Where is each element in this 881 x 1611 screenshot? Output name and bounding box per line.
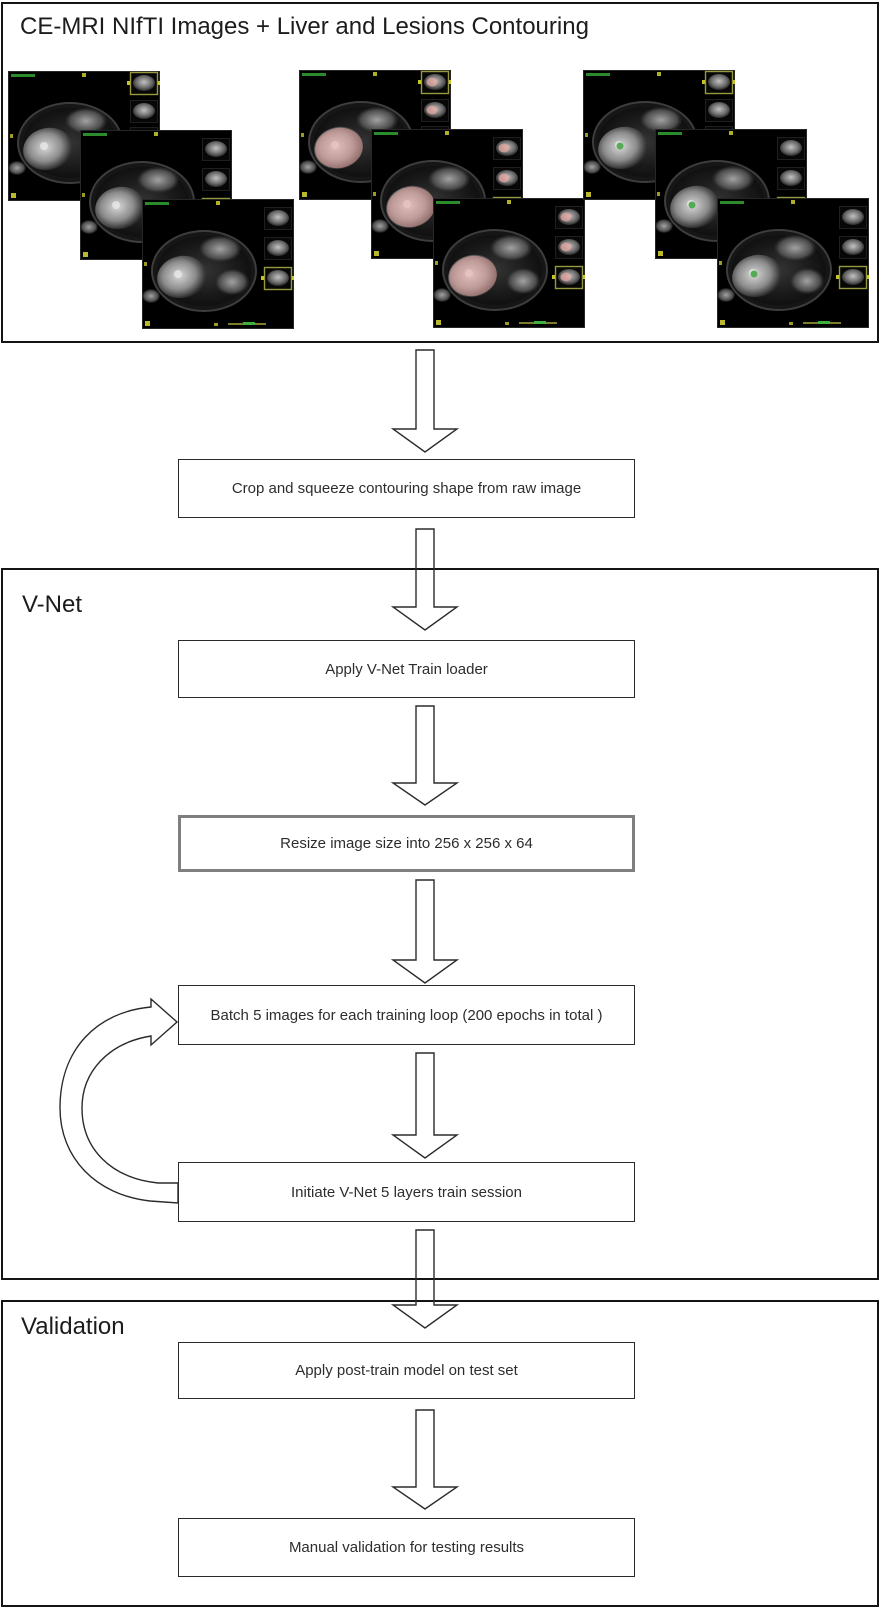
step-crop-squeeze: Crop and squeeze contouring shape from r… — [178, 459, 635, 518]
down-arrow-1 — [390, 349, 460, 453]
lesion-marker — [688, 201, 696, 209]
thumbnail — [264, 237, 292, 260]
liver-contour-overlay — [315, 127, 363, 169]
orientation-marker-left — [144, 262, 147, 266]
orientation-marker-bottom — [789, 322, 793, 325]
thumbnail-selected — [836, 265, 869, 290]
thumbnail — [202, 138, 230, 161]
orientation-marker-left — [301, 133, 304, 137]
series-label — [302, 73, 326, 76]
orientation-marker-bottom — [505, 322, 509, 325]
step-resize-image: Resize image size into 256 x 256 x 64 — [178, 815, 635, 872]
thumbnail — [555, 236, 583, 259]
step-manual-validation: Manual validation for testing results — [178, 1518, 635, 1577]
series-label — [11, 74, 35, 77]
series-label — [436, 201, 460, 204]
mri-slice-liver-contoured-stack-3 — [433, 198, 585, 328]
series-label — [83, 133, 107, 136]
lesion-marker — [750, 270, 758, 278]
thumbnail-selected — [261, 266, 294, 291]
orientation-marker-left — [82, 193, 85, 197]
thumbnail — [839, 236, 867, 259]
series-label — [720, 201, 744, 204]
thumbnail — [421, 99, 449, 122]
lesion-marker — [616, 142, 624, 150]
series-label — [658, 132, 682, 135]
orientation-marker-bottom — [214, 323, 218, 326]
liver-contour-overlay — [387, 186, 435, 228]
validation-section-label: Validation — [21, 1313, 125, 1340]
thumbnail-selected — [702, 70, 735, 95]
series-label — [374, 132, 398, 135]
orientation-marker-left — [719, 261, 722, 265]
step-train-session: Initiate V-Net 5 layers train session — [178, 1162, 635, 1222]
orientation-marker-top — [657, 72, 661, 76]
orientation-marker-top — [507, 200, 511, 204]
orientation-marker-top — [791, 200, 795, 204]
orientation-marker-top — [445, 131, 449, 135]
orientation-marker-top — [82, 73, 86, 77]
orientation-marker-top — [729, 131, 733, 135]
orientation-marker-left — [373, 192, 376, 196]
step-apply-model: Apply post-train model on test set — [178, 1342, 635, 1399]
mri-slice-lesion-contoured-stack-3 — [717, 198, 869, 328]
series-label — [586, 73, 610, 76]
series-label — [145, 202, 169, 205]
thumbnail — [777, 137, 805, 160]
thumbnail — [202, 168, 230, 191]
thumbnail — [493, 167, 521, 190]
thumbnail-selected — [418, 70, 451, 95]
thumbnail — [555, 206, 583, 229]
orientation-marker-top — [373, 72, 377, 76]
thumbnail — [705, 99, 733, 122]
orientation-marker-left — [10, 134, 13, 138]
orientation-marker-top — [216, 201, 220, 205]
step-batch-images: Batch 5 images for each training loop (2… — [178, 985, 635, 1045]
vnet-section-label: V-Net — [22, 591, 83, 618]
thumbnail — [777, 167, 805, 190]
thumbnail-selected — [127, 71, 160, 96]
thumbnail — [264, 207, 292, 230]
orientation-marker-left — [435, 261, 438, 265]
thumbnail — [130, 100, 158, 123]
orientation-marker-left — [657, 192, 660, 196]
step-train-loader: Apply V-Net Train loader — [178, 640, 635, 698]
thumbnail-selected — [552, 265, 585, 290]
orientation-marker-left — [585, 133, 588, 137]
thumbnail — [839, 206, 867, 229]
liver-contour-overlay — [449, 255, 497, 297]
mri-slice-raw-mri-stack-3 — [142, 199, 294, 329]
page-title: CE-MRI NIfTI Images + Liver and Lesions … — [20, 13, 589, 40]
orientation-marker-top — [154, 132, 158, 136]
thumbnail — [493, 137, 521, 160]
